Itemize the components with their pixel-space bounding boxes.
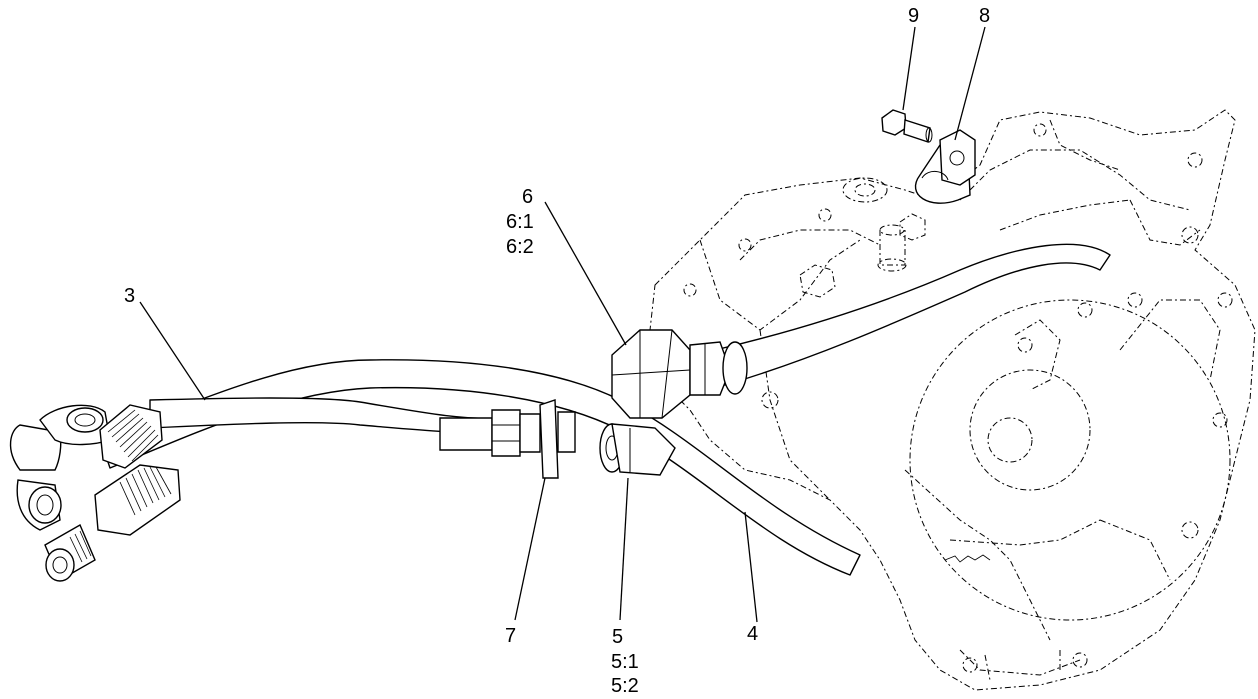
callout-9: 9 [908,5,919,27]
leader-7 [514,477,546,621]
left-elbow-fittings [9,404,181,582]
center-fittings [439,399,676,479]
leader-lines [139,26,986,623]
callout-3: 3 [124,285,135,307]
hose-clamp-8 [914,129,976,204]
pump-housing [649,109,1256,691]
callout-6: 6 [522,186,533,208]
leader-3 [139,301,206,401]
callout-4: 4 [747,623,758,645]
leader-6 [544,201,627,346]
callout-6-1: 6:1 [506,211,534,233]
leader-4 [744,511,758,623]
swivel-fitting-6 [611,329,748,419]
callout-5-2: 5:2 [611,675,639,697]
callout-5: 5 [612,626,623,648]
callout-5-1: 5:1 [611,651,639,673]
callout-7: 7 [505,625,516,647]
leader-5 [619,477,629,621]
hose-4 [99,359,861,576]
leader-8 [954,26,986,141]
leader-9 [902,26,916,111]
callout-6-2: 6:2 [506,236,534,258]
callout-8: 8 [979,5,990,27]
bolt-9 [881,109,933,143]
callout-labels: 3 4 5 5:1 5:2 6 6:1 6:2 7 8 9 [124,5,990,697]
